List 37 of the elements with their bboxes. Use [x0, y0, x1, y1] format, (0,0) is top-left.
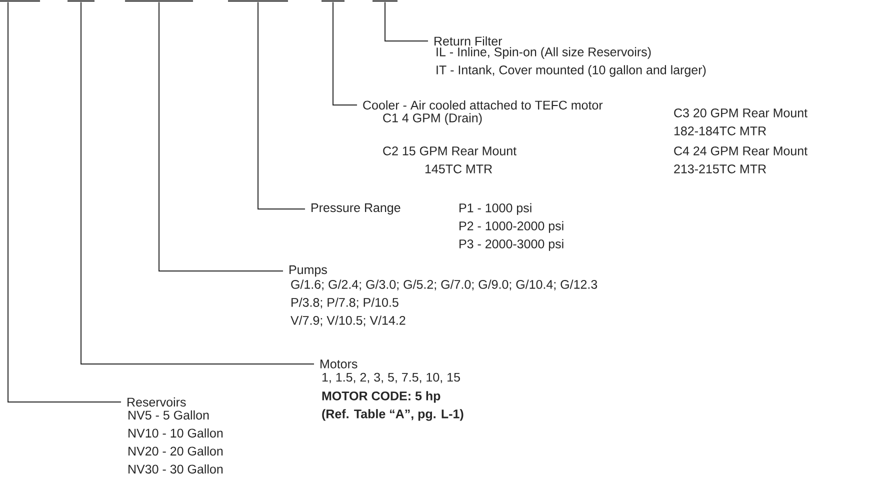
option-text: NV10 - 10 Gallon: [128, 428, 223, 438]
leader-line: [158, 2, 284, 272]
option-text: 1, 1.5, 2, 3, 5, 7.5, 10, 15: [322, 372, 460, 384]
option-text: V/7.9; V/10.5; V/14.2: [290, 316, 406, 326]
leader-line: [258, 2, 306, 210]
code-blank-line: [372, 0, 398, 2]
code-blank-line: [68, 0, 95, 2]
option-text: G/1.6; G/2.4; G/3.0; G/5.2; G/7.0; G/9.0; G/10.4; G/12.3: [291, 280, 598, 290]
option-text: NV5 - 5 Gallon: [128, 410, 209, 420]
leader-line: [384, 2, 428, 42]
heading-text: Return Filter: [434, 36, 502, 46]
code-blank-line: [322, 0, 344, 2]
option-text: P2 - 1000-2000 psi: [460, 221, 564, 233]
option-text: P/3.8; P/7.8; P/10.5: [292, 298, 398, 308]
heading-text: Reservoirs: [128, 397, 186, 407]
option-text: IT - Intank, Cover mounted (10 gallon and larger): [436, 65, 706, 77]
leader-line: [80, 2, 314, 364]
option-text: C2 15 GPM Rear Mount 145TC MTR: [383, 146, 516, 174]
option-text: IL - Inline, Spin-on (All size Reservoirs): [436, 47, 651, 59]
heading-text: Pumps: [290, 265, 327, 277]
option-text: NV30 - 30 Gallon: [128, 464, 223, 474]
heading-text: Cooler - Air cooled attached to TEFC motor: [363, 100, 603, 110]
option-text: P3 - 2000-3000 psi: [460, 239, 564, 251]
option-text: NV20 - 20 Gallon: [128, 446, 223, 456]
option-text: P1 - 1000 psi: [460, 203, 532, 215]
code-blank-line: [125, 0, 193, 2]
option-text: C4 24 GPM Rear Mount 213-215TC MTR: [674, 146, 808, 174]
option-text: C3 20 GPM Rear Mount 182-184TC MTR: [674, 108, 808, 136]
option-text: MOTOR CODE: 5 hp: [322, 391, 440, 403]
leader-line: [8, 2, 122, 402]
code-blank-line: [0, 0, 40, 2]
heading-text: Motors: [320, 360, 358, 368]
heading-text: Pressure Range: [312, 203, 400, 215]
leader-line: [332, 2, 358, 106]
option-text: C1 4 GPM (Drain): [383, 113, 482, 125]
option-text: (Ref. Table “A”, pg. L-1): [322, 409, 464, 421]
code-blank-line: [228, 0, 288, 2]
